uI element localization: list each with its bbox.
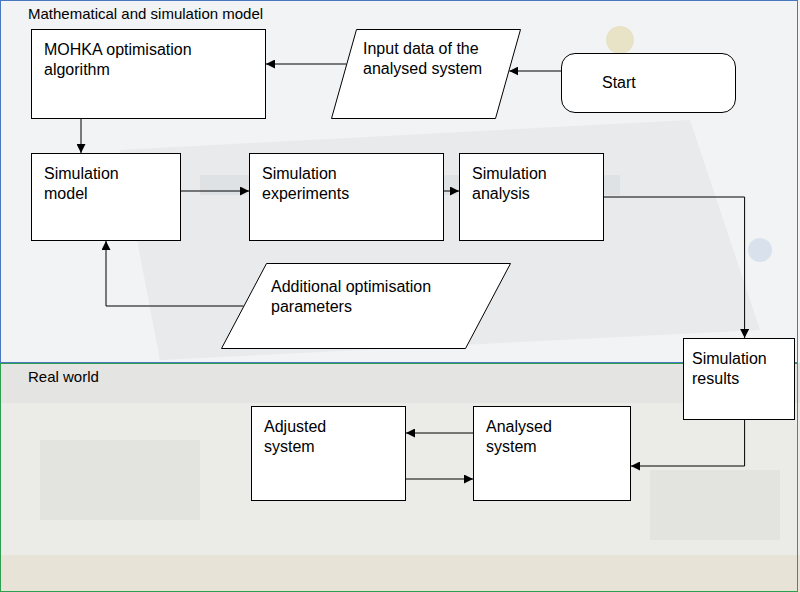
- hall-ceiling-sketch: [0, 363, 800, 403]
- data-parallelogram: Input data of the analysed system: [331, 29, 521, 119]
- robot-sketch: [748, 238, 772, 262]
- region-heading: Real world: [28, 368, 797, 387]
- box-label: Simulation analysis: [472, 164, 572, 204]
- process-box: Simulation analysis: [459, 153, 604, 241]
- flow-arrow: [106, 241, 244, 306]
- box-label: Simulation model: [44, 164, 144, 204]
- flow-arrow: [444, 191, 459, 192]
- terminator-box: Start: [561, 53, 736, 113]
- factory-floor-sketch: [120, 120, 760, 360]
- flow-arrow: [509, 71, 561, 72]
- forklift-sketch: [606, 26, 634, 54]
- box-label: Analysed system: [486, 417, 571, 457]
- flow-arrow: [181, 191, 249, 192]
- process-box: MOHKA optimisation algorithm: [31, 29, 266, 119]
- data-parallelogram: Additional optimisation parameters: [221, 263, 511, 349]
- box-label: Simulation experiments: [262, 164, 372, 204]
- box-label: Adjusted system: [264, 417, 349, 457]
- flow-arrow: [604, 197, 745, 338]
- flow-arrow: [266, 64, 346, 65]
- box-label: Input data of the analysed system: [363, 39, 495, 79]
- result-box: Simulation results: [683, 338, 795, 420]
- machine-sketch: [40, 440, 200, 520]
- box-label: Start: [602, 73, 636, 93]
- process-box: Simulation experiments: [249, 153, 444, 241]
- region-panel: Mathematical and simulation modelMOHKA o…: [0, 0, 798, 363]
- process-box: Simulation model: [31, 153, 181, 241]
- real-world-ground: [0, 363, 800, 592]
- region-panel: Real worldAdjusted system Analysed system: [0, 363, 798, 592]
- parallelogram-outline: [221, 263, 511, 349]
- box-label: Simulation results: [692, 349, 786, 389]
- box-label: MOHKA optimisation algorithm: [44, 40, 219, 80]
- box-label: Additional optimisation parameters: [271, 277, 461, 317]
- flow-arrow: [406, 433, 473, 434]
- flow-arrow: [81, 119, 82, 153]
- flow-arrow: [631, 420, 745, 466]
- machine-sketch: [650, 470, 780, 540]
- parallelogram-shape: [222, 264, 511, 349]
- region-heading: Mathematical and simulation model: [28, 5, 797, 24]
- flow-arrow: [406, 479, 473, 480]
- model-ground: [0, 0, 800, 363]
- parallelogram-shape: [332, 30, 521, 119]
- system-box: Analysed system: [473, 406, 631, 501]
- system-box: Adjusted system: [251, 406, 406, 501]
- floor-sketch: [0, 555, 800, 592]
